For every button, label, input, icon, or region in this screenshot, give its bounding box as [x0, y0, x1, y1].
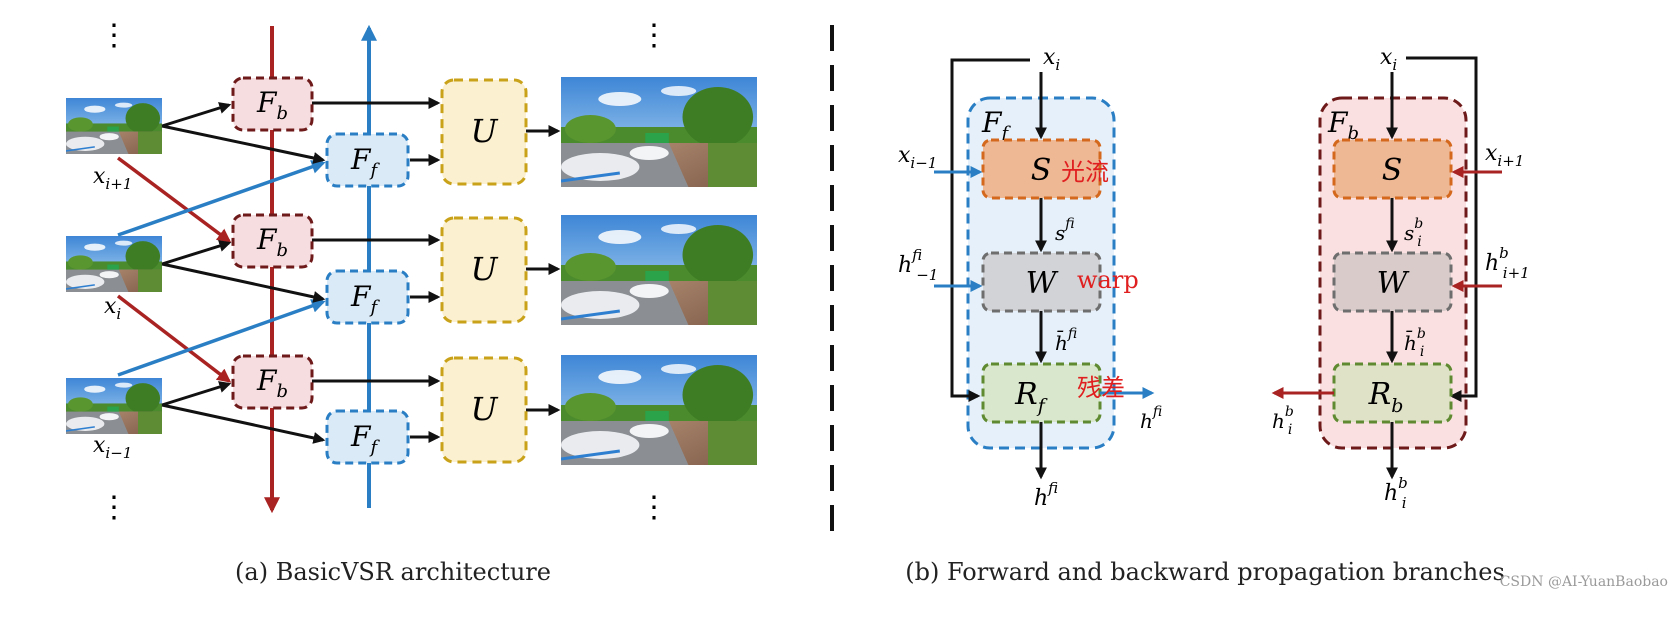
svg-text:Fb: Fb — [256, 223, 288, 261]
arrow-in-ff-3 — [161, 403, 326, 444]
svg-text:W: W — [1377, 266, 1410, 301]
arrow-in-ff-2 — [161, 262, 326, 303]
ellipsis-bottom-right: ⋮ — [639, 490, 669, 525]
ff-block-2: Ff — [325, 269, 410, 325]
backward-flow-estimator — [1332, 138, 1453, 200]
arrow-in-fb-2 — [161, 240, 232, 266]
arrow-in-fb-1 — [161, 102, 232, 128]
input-label-prev: xi−1 — [93, 433, 132, 462]
svg-text:Fb: Fb — [256, 86, 288, 124]
svg-text:Fb: Fb — [256, 364, 288, 402]
svg-text:U: U — [471, 112, 499, 150]
backward-branch-title: Fb — [1327, 106, 1359, 144]
annotation-warp: warp — [1077, 266, 1139, 294]
forward-flow-label: sfi — [1055, 216, 1075, 245]
svg-text:U: U — [471, 250, 499, 288]
backward-warp-module — [1332, 251, 1453, 313]
input-label-current: xi — [104, 294, 121, 323]
ellipsis-top-right: ⋮ — [639, 18, 669, 53]
ellipsis-top-left: ⋮ — [99, 18, 129, 53]
svg-text:S: S — [1031, 153, 1052, 188]
forward-side-x: xi−1 — [898, 143, 937, 172]
forward-skip-connection — [950, 58, 1030, 402]
upsample-block-2: U — [440, 216, 528, 324]
annotation-optical-flow: 光流 — [1061, 158, 1109, 186]
red-diagonal-2 — [116, 294, 232, 383]
output-frame-3 — [561, 355, 757, 465]
ff-block-1: Ff — [325, 132, 410, 188]
input-frame-prev — [66, 378, 162, 434]
forward-output-right: hfi — [1140, 404, 1162, 433]
forward-warped-label: h̄fi — [1055, 326, 1077, 355]
backward-side-x: xi+1 — [1485, 141, 1524, 170]
fb-block-3: Fb — [231, 354, 314, 410]
upsample-block-1: U — [440, 78, 528, 186]
red-diagonal-1 — [116, 156, 232, 243]
blue-diagonal-2 — [117, 299, 326, 377]
svg-text:W: W — [1026, 266, 1059, 301]
forward-warp-module — [981, 251, 1102, 313]
fb-block-2: Fb — [231, 213, 314, 269]
caption-a: (a) BasicVSR architecture — [235, 558, 551, 586]
forward-flow-estimator — [981, 138, 1102, 200]
ellipsis-bottom-left: ⋮ — [99, 490, 129, 525]
forward-input-xi: xi — [1043, 45, 1060, 74]
input-frame-current — [66, 236, 162, 292]
svg-text:Rf: Rf — [1014, 377, 1048, 417]
annotation-residual: 残差 — [1077, 374, 1125, 402]
blue-diagonal-1 — [117, 160, 326, 237]
svg-text:Rb: Rb — [1368, 377, 1404, 417]
upsample-block-3: U — [440, 356, 528, 464]
caption-b: (b) Forward and backward propagation bra… — [905, 558, 1505, 586]
ff-block-3: Ff — [325, 409, 410, 465]
backward-skip-connection — [1406, 56, 1478, 402]
fb-block-1: Fb — [231, 76, 314, 132]
forward-output-bottom: hfi — [1034, 479, 1058, 511]
watermark: CSDN @AI-YuanBaobao — [1500, 574, 1668, 590]
svg-text:U: U — [471, 390, 499, 428]
input-label-next: xi+1 — [93, 164, 132, 193]
svg-text:S: S — [1382, 153, 1403, 188]
input-frame-next — [66, 98, 162, 154]
panel-a: ⋮ ⋮ ⋮ ⋮ xi+1 xi xi−1 — [66, 18, 757, 586]
output-frame-1 — [561, 77, 757, 187]
output-frame-2 — [561, 215, 757, 325]
arrow-in-fb-3 — [161, 381, 232, 407]
arrow-in-ff-1 — [161, 124, 326, 164]
forward-branch: Ff xi S W Rf sfi h̄fi xi−1 hfi−1 hfi hfi — [898, 45, 1162, 511]
backward-input-xi: xi — [1380, 45, 1397, 74]
